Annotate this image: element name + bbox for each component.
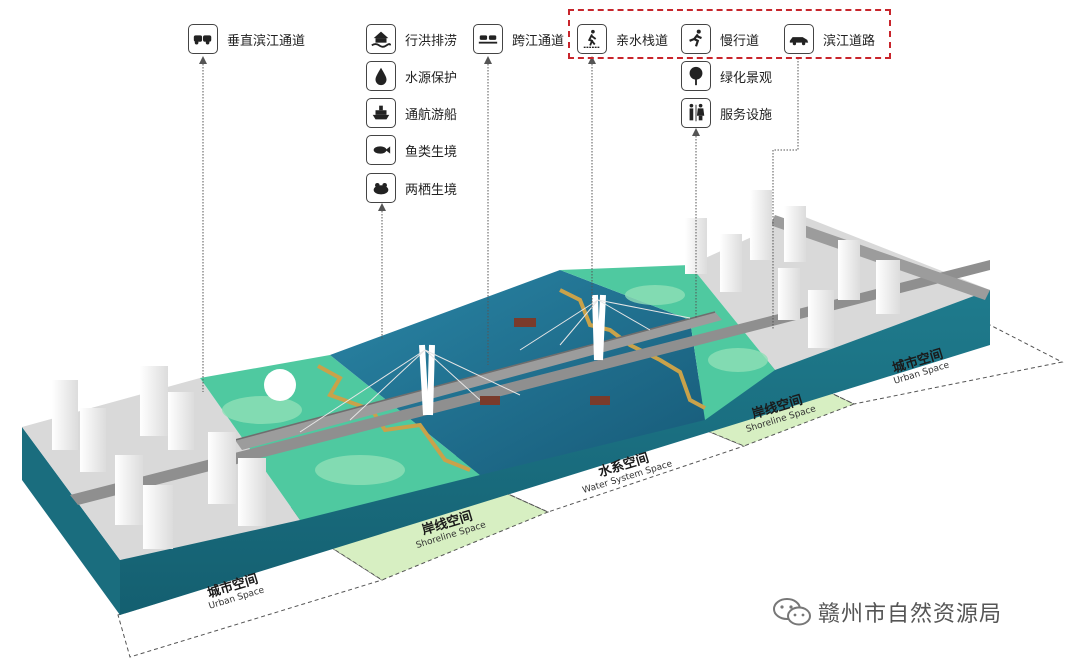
fish-icon: [366, 135, 396, 165]
cars-icon: [188, 24, 218, 54]
label-vertical-passage: 垂直滨江通道: [188, 24, 305, 54]
label-text: 行洪排涝: [405, 33, 458, 49]
car-icon: [784, 24, 814, 54]
leader-lines: [202, 58, 799, 392]
label-text: 通航游船: [405, 107, 458, 123]
label-text: 两栖生境: [405, 182, 458, 198]
label-text: 绿化景观: [720, 70, 773, 86]
ship-icon: [366, 98, 396, 128]
label-text: 慢行道: [720, 33, 760, 49]
highlight-frame: [568, 9, 891, 59]
label-greening: 绿化景观: [681, 61, 772, 91]
runner-icon: [681, 24, 711, 54]
walking-trail-icon: [577, 24, 607, 54]
label-text: 滨江道路: [823, 33, 876, 49]
leader-arrows: [199, 56, 700, 211]
shoreline-band-left: [330, 488, 550, 581]
watermark-text: 赣州市自然资源局: [818, 602, 1003, 627]
label-slow-lane: 慢行道: [681, 24, 759, 54]
label-navigation: 通航游船: [366, 98, 457, 128]
terrain-block: [22, 215, 990, 615]
label-text: 垂直滨江通道: [227, 33, 306, 49]
label-text: 水源保护: [405, 70, 458, 86]
label-water-protection: 水源保护: [366, 61, 457, 91]
label-riverside-road: 滨江道路: [784, 24, 875, 54]
flood-house-icon: [366, 24, 396, 54]
bridge-cars-icon: [473, 24, 503, 54]
label-service: 服务设施: [681, 98, 772, 128]
label-waterfront-trail: 亲水栈道: [577, 24, 668, 54]
tree-icon: [681, 61, 711, 91]
label-flood: 行洪排涝: [366, 24, 457, 54]
frog-icon: [366, 173, 396, 203]
label-amphibian: 两栖生境: [366, 173, 457, 203]
wechat-icon: [773, 598, 811, 626]
label-text: 跨江通道: [512, 33, 565, 49]
label-text: 鱼类生境: [405, 144, 458, 160]
label-fish: 鱼类生境: [366, 135, 457, 165]
label-text: 亲水栈道: [616, 33, 669, 49]
watermark: 赣州市自然资源局: [772, 596, 1002, 628]
restroom-icon: [681, 98, 711, 128]
label-cross-river: 跨江通道: [473, 24, 564, 54]
buildings: [52, 190, 900, 549]
water-drop-icon: [366, 61, 396, 91]
label-text: 服务设施: [720, 107, 773, 123]
